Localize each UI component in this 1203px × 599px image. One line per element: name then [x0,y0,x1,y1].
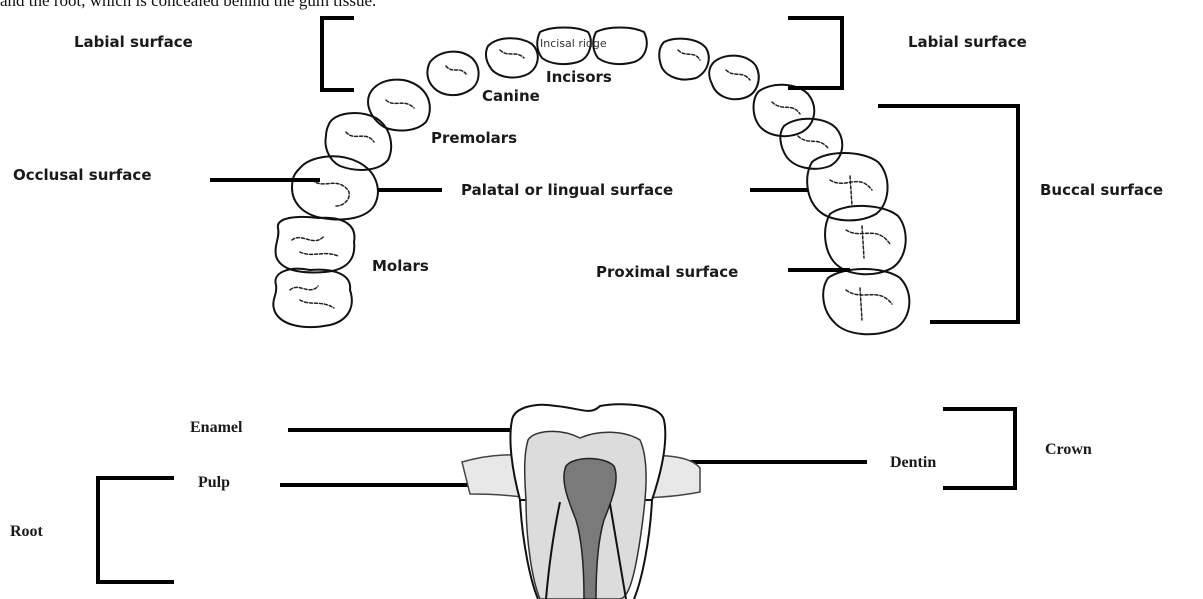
label-buccal-surface: Buccal surface [1040,183,1163,198]
tooth-right-lateral-incisor [659,39,709,80]
label-canine: Canine [482,89,540,104]
label-proximal-surface: Proximal surface [596,265,738,280]
label-crown: Crown [1045,442,1092,458]
label-labial-surface-right: Labial surface [908,35,1027,50]
root-bracket [98,478,172,582]
tooth-left-molar-1 [292,156,378,219]
tooth-left-canine [427,52,478,95]
label-molars: Molars [372,259,429,274]
tooth-left-lateral-incisor [486,38,538,77]
tooth-right-canine [709,56,758,100]
tooth-cross-section [462,404,700,599]
label-root: Root [10,524,43,540]
tooth-right-molar-3 [823,269,909,334]
tooth-right-molar-1 [807,153,887,220]
labial-left-bracket [322,18,352,90]
tooth-left-molar-2 [276,217,355,273]
label-occlusal-surface: Occlusal surface [13,168,152,183]
tooth-left-premolar-1 [368,80,430,131]
labial-right-bracket [790,18,842,88]
label-enamel: Enamel [190,420,242,436]
tooth-right-premolar-1 [754,85,815,136]
label-incisal-ridge: Incisal ridge [540,38,607,49]
label-incisors: Incisors [546,70,612,85]
crown-bracket [945,409,1015,488]
label-pulp: Pulp [198,475,230,491]
label-labial-surface-left: Labial surface [74,35,193,50]
label-palatal-surface: Palatal or lingual surface [461,183,673,198]
tooth-right-molar-2 [825,206,906,274]
buccal-bracket [880,106,1018,322]
tooth-right-premolar-2 [780,119,842,169]
label-dentin: Dentin [890,455,936,471]
label-premolars: Premolars [431,131,517,146]
tooth-left-molar-3 [273,269,351,327]
